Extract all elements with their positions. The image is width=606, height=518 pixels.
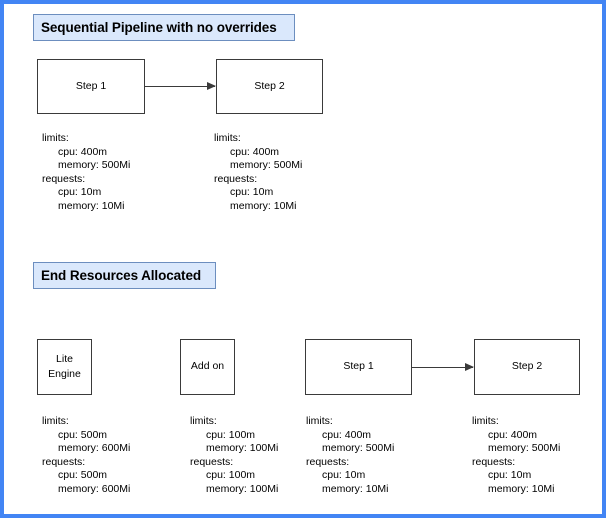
limits-cpu: cpu: 400m <box>58 145 108 158</box>
limits-label: limits: <box>214 132 241 144</box>
spec-lite-engine: limits: cpu: 500m memory: 600Mi requests… <box>42 415 130 497</box>
requests-memory: memory: 100Mi <box>206 482 279 495</box>
requests-memory: memory: 10Mi <box>322 482 389 495</box>
connector-step-1-to-step-2-section-2 <box>412 363 474 371</box>
limits-memory: memory: 500Mi <box>230 159 303 172</box>
requests-label: requests: <box>472 455 516 468</box>
node-step-2-section-1[interactable]: Step 2 <box>216 59 323 114</box>
section-title-text: End Resources Allocated <box>41 268 201 283</box>
node-label-line-1: Lite <box>56 352 73 365</box>
limits-cpu: cpu: 400m <box>230 145 280 158</box>
requests-memory: memory: 10Mi <box>230 199 297 212</box>
limits-cpu: cpu: 100m <box>206 428 256 441</box>
requests-label: requests: <box>190 455 234 468</box>
spec-step-1-section-1: limits: cpu: 400m memory: 500Mi requests… <box>42 132 130 214</box>
requests-label: requests: <box>42 455 86 468</box>
section-title-text: Sequential Pipeline with no overrides <box>41 20 277 35</box>
requests-cpu: cpu: 100m <box>206 469 256 482</box>
requests-label: requests: <box>214 172 258 185</box>
spec-add-on: limits: cpu: 100m memory: 100Mi requests… <box>190 415 278 497</box>
limits-label: limits: <box>42 415 69 427</box>
node-lite-engine[interactable]: Lite Engine <box>37 339 92 395</box>
spec-step-1-section-2: limits: cpu: 400m memory: 500Mi requests… <box>306 415 394 497</box>
node-step-1-section-2[interactable]: Step 1 <box>305 339 412 395</box>
requests-cpu: cpu: 10m <box>488 469 532 482</box>
limits-label: limits: <box>190 415 217 427</box>
connector-step-1-to-step-2-section-1 <box>145 82 216 90</box>
section-header-sequential-pipeline: Sequential Pipeline with no overrides <box>33 14 295 41</box>
node-label-line-1: Step 1 <box>343 360 374 373</box>
requests-label: requests: <box>42 172 86 185</box>
limits-cpu: cpu: 400m <box>488 428 538 441</box>
requests-cpu: cpu: 500m <box>58 469 108 482</box>
requests-cpu: cpu: 10m <box>322 469 366 482</box>
node-label-line-1: Step 2 <box>254 79 285 92</box>
limits-cpu: cpu: 400m <box>322 428 372 441</box>
node-label-line-1: Add on <box>190 360 225 373</box>
node-label-line-1: Step 2 <box>511 360 543 373</box>
node-step-1-section-1[interactable]: Step 1 <box>37 59 145 114</box>
limits-label: limits: <box>42 132 69 144</box>
node-label-line-1: Step 1 <box>75 79 107 92</box>
limits-memory: memory: 500Mi <box>322 442 395 455</box>
node-step-2-section-2[interactable]: Step 2 <box>474 339 580 395</box>
requests-memory: memory: 10Mi <box>488 482 555 495</box>
section-header-end-resources-allocated: End Resources Allocated <box>33 262 216 289</box>
spec-step-2-section-1: limits: cpu: 400m memory: 500Mi requests… <box>214 132 302 214</box>
requests-cpu: cpu: 10m <box>58 186 102 199</box>
limits-label: limits: <box>306 415 333 427</box>
limits-memory: memory: 500Mi <box>488 442 561 455</box>
limits-memory: memory: 500Mi <box>58 159 131 172</box>
limits-memory: memory: 600Mi <box>58 442 131 455</box>
requests-cpu: cpu: 10m <box>230 186 274 199</box>
limits-cpu: cpu: 500m <box>58 428 108 441</box>
requests-memory: memory: 600Mi <box>58 482 131 495</box>
node-add-on[interactable]: Add on <box>180 339 235 395</box>
requests-memory: memory: 10Mi <box>58 199 125 212</box>
limits-memory: memory: 100Mi <box>206 442 279 455</box>
spec-step-2-section-2: limits: cpu: 400m memory: 500Mi requests… <box>472 415 560 497</box>
requests-label: requests: <box>306 455 350 468</box>
node-label-line-2: Engine <box>48 368 81 380</box>
limits-label: limits: <box>472 415 499 427</box>
